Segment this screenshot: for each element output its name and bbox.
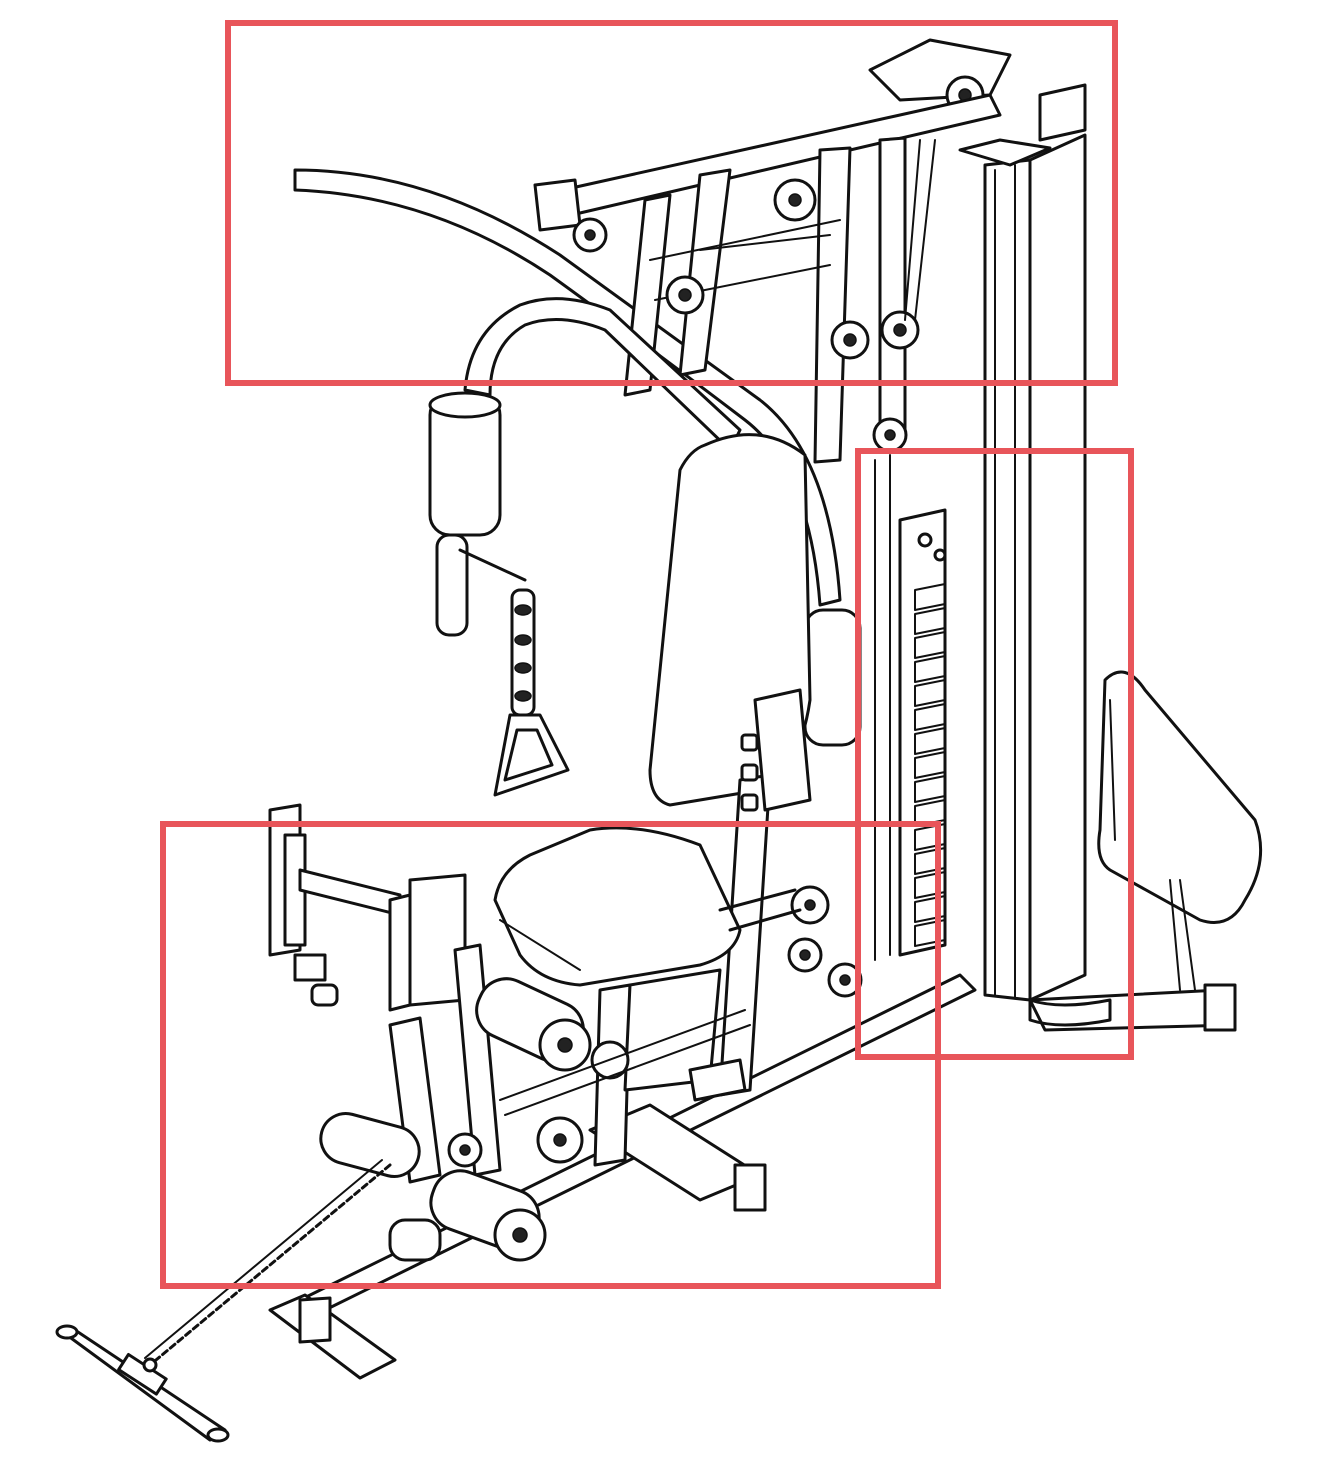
main-column xyxy=(868,38,1112,1027)
hand-strap xyxy=(493,588,570,797)
highlight-boxes xyxy=(160,20,1134,1289)
weight-plate xyxy=(914,631,946,659)
weight-stack xyxy=(874,454,947,961)
weight-plate xyxy=(914,703,946,731)
rear-pad xyxy=(1097,670,1263,991)
seat-and-leg-developer-section-highlight xyxy=(160,821,941,1289)
press-arms xyxy=(428,297,862,797)
weight-plate xyxy=(914,751,946,779)
upper-lat-pulldown-section-highlight xyxy=(225,20,1118,386)
weight-plate xyxy=(914,607,946,635)
weight-plate xyxy=(914,775,946,803)
leg-developer xyxy=(268,803,751,1262)
ankle-bar xyxy=(55,1159,392,1443)
weight-stack-column-section-highlight xyxy=(855,448,1134,1060)
weight-plate xyxy=(914,655,946,683)
weight-plate xyxy=(914,583,946,611)
weight-plate xyxy=(914,799,946,827)
weight-plate xyxy=(914,679,946,707)
weight-plate xyxy=(914,727,946,755)
